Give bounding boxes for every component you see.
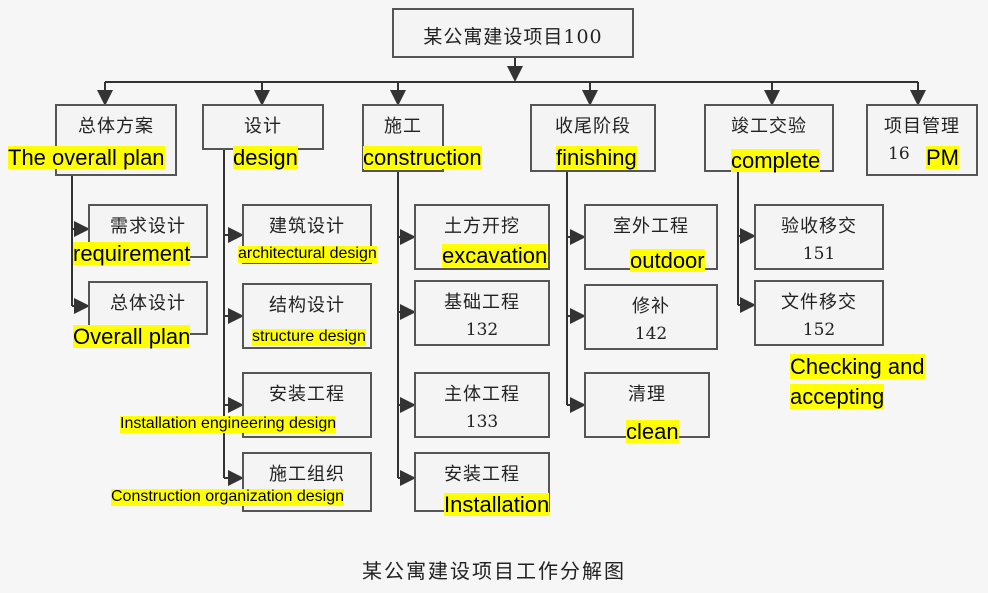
- label-overall-design: Overall plan: [73, 324, 191, 349]
- node-document-handover: 文件移交 152: [754, 280, 884, 346]
- category-number: 16: [888, 144, 910, 164]
- node-title: 验收移交: [781, 216, 857, 237]
- node-number: 133: [465, 412, 499, 432]
- diagram-caption: 某公寓建设项目工作分解图: [362, 559, 626, 583]
- label-pm: PM: [926, 145, 959, 170]
- category-title: 设计: [244, 116, 282, 137]
- label-structure-design: structure design: [252, 328, 366, 346]
- root-node: 某公寓建设项目100: [392, 8, 634, 58]
- node-title: 需求设计: [110, 216, 186, 237]
- label-installation-design: Installation engineering design: [120, 415, 337, 433]
- label-excavation: excavation: [442, 243, 548, 268]
- node-title: 文件移交: [781, 292, 857, 313]
- node-title: 建筑设计: [269, 216, 345, 237]
- node-main-structure: 主体工程 133: [414, 372, 550, 438]
- label-complete: complete: [731, 148, 821, 173]
- node-number: 152: [802, 320, 836, 340]
- node-acceptance-handover: 验收移交 151: [754, 204, 884, 270]
- node-title: 土方开挖: [444, 216, 520, 237]
- node-title: 安装工程: [444, 464, 520, 485]
- label-checking-accepting: Checking and accepting: [790, 352, 970, 411]
- node-title: 结构设计: [269, 295, 345, 316]
- node-title: 施工组织: [269, 464, 345, 485]
- root-title: 某公寓建设项目100: [423, 26, 603, 48]
- node-construction-organization: 施工组织: [242, 452, 372, 512]
- node-title: 安装工程: [269, 384, 345, 405]
- label-construction: construction: [363, 145, 482, 170]
- category-pm: 项目管理 16: [866, 104, 978, 176]
- category-title: 竣工交验: [731, 116, 807, 137]
- label-design: design: [233, 145, 298, 170]
- node-title: 修补: [632, 296, 670, 317]
- category-title: 项目管理: [884, 116, 960, 137]
- node-number: 142: [634, 324, 668, 344]
- node-title: 室外工程: [613, 216, 689, 237]
- label-finishing: finishing: [556, 145, 637, 170]
- label-outdoor: outdoor: [630, 248, 705, 273]
- node-title: 基础工程: [444, 292, 520, 313]
- label-overall-plan: The overall plan: [8, 145, 165, 170]
- category-title: 收尾阶段: [555, 116, 631, 137]
- node-excavation: 土方开挖: [414, 204, 550, 270]
- label-clean: clean: [626, 419, 679, 444]
- category-design: 设计: [202, 104, 324, 150]
- label-checking-text: Checking and accepting: [790, 354, 925, 409]
- node-number: 151: [802, 244, 836, 264]
- node-title: 清理: [628, 384, 666, 405]
- label-installation: Installation: [444, 492, 550, 517]
- node-repair: 修补 142: [584, 284, 718, 350]
- label-construction-organization: Construction organization design: [111, 488, 345, 506]
- node-foundation: 基础工程 132: [414, 280, 550, 346]
- node-number: 132: [465, 320, 499, 340]
- node-title: 总体设计: [110, 293, 186, 314]
- label-architectural-design: architectural design: [238, 245, 377, 263]
- label-requirement: requirement: [73, 241, 191, 266]
- node-title: 主体工程: [444, 384, 520, 405]
- category-title: 总体方案: [78, 116, 154, 137]
- category-title: 施工: [384, 116, 422, 137]
